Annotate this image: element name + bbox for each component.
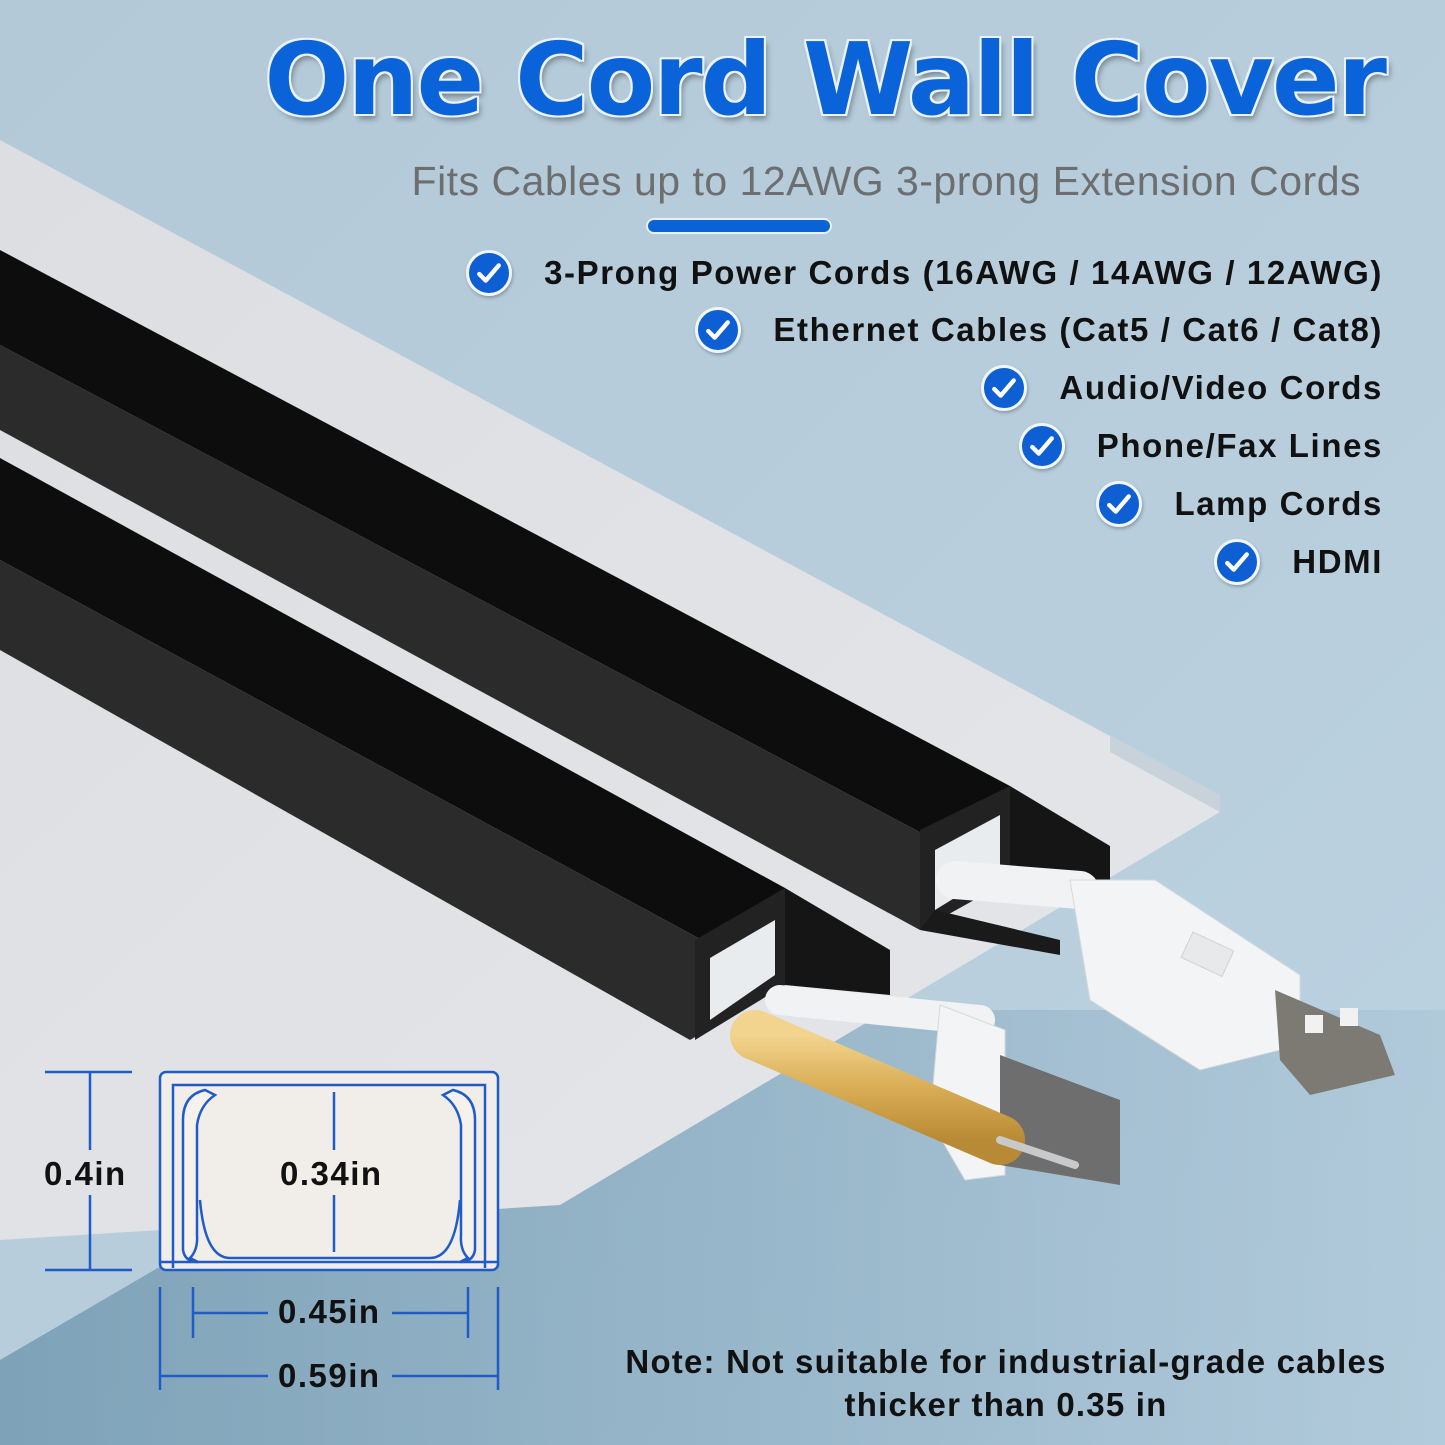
- feature-item: 3-Prong Power Cords (16AWG / 14AWG / 12A…: [383, 245, 1383, 301]
- feature-item: Audio/Video Cords: [383, 359, 1383, 417]
- check-circle-icon: [695, 307, 742, 353]
- feature-item: Phone/Fax Lines: [383, 417, 1383, 475]
- check-circle-icon: [981, 365, 1028, 411]
- dimension-outer-width: 0.59in: [278, 1357, 381, 1394]
- feature-item: HDMI: [383, 533, 1383, 591]
- note-line-2: thicker than 0.35 in: [844, 1386, 1168, 1423]
- feature-label: HDMI: [1292, 543, 1383, 580]
- dimension-outer-height: 0.4in: [44, 1155, 127, 1192]
- feature-item: Ethernet Cables (Cat5 / Cat6 / Cat8): [383, 301, 1383, 359]
- feature-label: 3-Prong Power Cords (16AWG / 14AWG / 12A…: [544, 254, 1383, 291]
- subtitle-underline: [648, 220, 830, 232]
- check-circle-icon: [466, 250, 513, 296]
- check-circle-icon: [1214, 539, 1261, 585]
- disclaimer-note: Note: Not suitable for industrial-grade …: [586, 1340, 1426, 1426]
- check-circle-icon: [1018, 423, 1065, 469]
- page-title: One Cord Wall Cover: [264, 21, 1387, 138]
- profile-diagram: [45, 1070, 500, 1390]
- subtitle: Fits Cables up to 12AWG 3-prong Extensio…: [411, 158, 1361, 204]
- feature-item: Lamp Cords: [383, 475, 1383, 533]
- dimension-inner-height: 0.34in: [280, 1155, 383, 1192]
- feature-label: Audio/Video Cords: [1059, 369, 1383, 406]
- feature-label: Ethernet Cables (Cat5 / Cat6 / Cat8): [773, 311, 1383, 348]
- feature-label: Phone/Fax Lines: [1096, 427, 1383, 464]
- feature-label: Lamp Cords: [1174, 485, 1383, 522]
- dimension-inner-width: 0.45in: [278, 1293, 381, 1330]
- feature-list: 3-Prong Power Cords (16AWG / 14AWG / 12A…: [383, 245, 1383, 591]
- check-circle-icon: [1096, 481, 1143, 527]
- note-line-1: Note: Not suitable for industrial-grade …: [625, 1343, 1387, 1380]
